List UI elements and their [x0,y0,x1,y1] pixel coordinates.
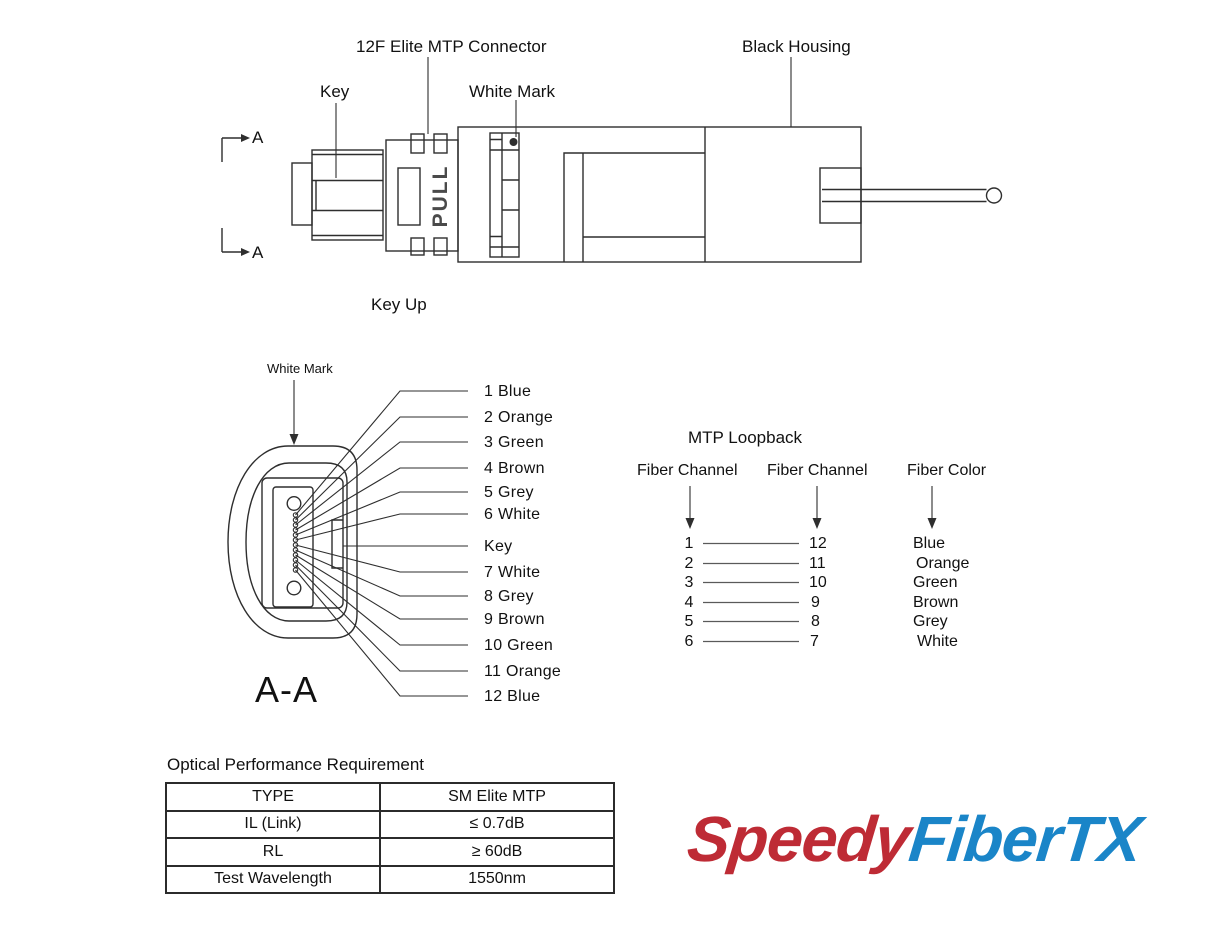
logo-text-fibertx: FiberTX [905,803,1145,875]
cross-section-view [227,380,468,697]
table-cell-label: Test Wavelength [165,864,381,894]
fan-leader-lines [295,390,468,697]
table-row: TYPE SM Elite MTP [165,782,615,812]
fiber-array [292,512,299,573]
loopback-to: 11 [809,555,826,572]
leader-lines-top [335,57,792,178]
pull-text: PULL [429,164,452,228]
connector-side-view [291,126,1003,263]
fiber-label: 11 Orange [484,662,562,680]
loopback-from: 1 [684,535,694,552]
table-cell-value: SM Elite MTP [379,782,615,812]
crimp-ring [410,237,425,256]
loopback-to: 12 [809,535,827,552]
white-mark-callout: White Mark [469,82,555,101]
loopback-to: 7 [810,633,819,650]
loopback-from: 3 [684,574,694,591]
ferrule-tip [291,162,313,226]
crimp-ring [433,133,448,154]
cable [822,188,987,203]
section-label-a-top: A [252,128,264,147]
logo-text-speedy: Speedy [684,803,914,875]
loopback-from: 2 [684,555,694,572]
outer-shell [227,445,358,639]
fiber-label: 12 Blue [484,687,541,705]
loopback-to: 10 [809,574,827,591]
loopback-graphics [685,486,937,643]
fiber-label: 9 Brown [484,610,545,628]
guide-pin-hole-bottom [286,580,302,596]
loopback-color: Orange [916,555,970,572]
black-housing-callout: Black Housing [742,37,851,56]
crimp-ring [433,237,448,256]
white-mark-dot [509,138,518,146]
table-cell-label: RL [165,837,381,867]
fiber-label: 1 Blue [484,382,532,400]
loopback-from: 6 [684,633,694,650]
loopback-color: Blue [913,535,946,552]
loopback-links [703,542,799,643]
loopback-header-fiber-channel-2: Fiber Channel [767,462,868,479]
loopback-title: MTP Loopback [688,428,803,447]
ferrule-face [272,486,314,608]
loopback-color: Grey [913,613,948,630]
fiber-label: 6 White [484,505,541,523]
loopback-to: 8 [811,613,820,630]
fiber-label: 2 Orange [484,408,554,426]
crimp-ring [410,133,425,154]
table-cell-label: IL (Link) [165,809,381,839]
optical-performance-table: TYPE SM Elite MTP IL (Link) ≤ 0.7dB RL ≥… [165,782,615,894]
table-cell-value: 1550nm [379,864,615,894]
key-callout: Key [320,82,350,101]
fiber-label: 7 White [484,563,541,581]
fiber-label: 8 Grey [484,587,534,605]
fiber-label: 10 Green [484,636,554,654]
loopback-header-fiber-channel-1: Fiber Channel [637,462,738,479]
optical-table-title: Optical Performance Requirement [167,755,425,774]
fiber-label: 3 Green [484,433,544,451]
connector-face [261,477,344,609]
cable-end [985,187,1003,204]
ferrule-body [311,149,384,241]
key-position-label: Key [484,537,513,555]
table-row: RL ≥ 60dB [165,837,615,867]
connector-callout: 12F Elite MTP Connector [356,37,547,56]
section-title: A-A [255,669,319,710]
fiber-label: 5 Grey [484,483,534,501]
section-markers [221,134,250,256]
section-label-a-bottom: A [252,243,264,262]
white-mark-callout-section: White Mark [267,361,333,376]
loopback-from: 5 [684,613,694,630]
table-cell-value: ≥ 60dB [379,837,615,867]
table-cell-label: TYPE [165,782,381,812]
cable-strain-relief [819,167,862,224]
loopback-to: 9 [811,594,820,611]
key-notch [331,519,343,569]
inner-shell [245,462,348,622]
key-up-label: Key Up [371,295,427,314]
loopback-header-fiber-color: Fiber Color [907,462,987,479]
loopback-color: Brown [913,594,959,611]
fiber-label: 4 Brown [484,459,545,477]
loopback-from: 4 [684,594,694,611]
latch-slot [397,167,421,226]
company-logo: SpeedyFiberTX [684,802,1145,876]
table-cell-value: ≤ 0.7dB [379,809,615,839]
loopback-color: White [917,633,958,650]
front-plate [489,132,520,258]
guide-pin-hole-top [286,496,302,512]
loopback-color: Green [913,574,958,591]
table-row: IL (Link) ≤ 0.7dB [165,809,615,839]
table-row: Test Wavelength 1550nm [165,864,615,894]
